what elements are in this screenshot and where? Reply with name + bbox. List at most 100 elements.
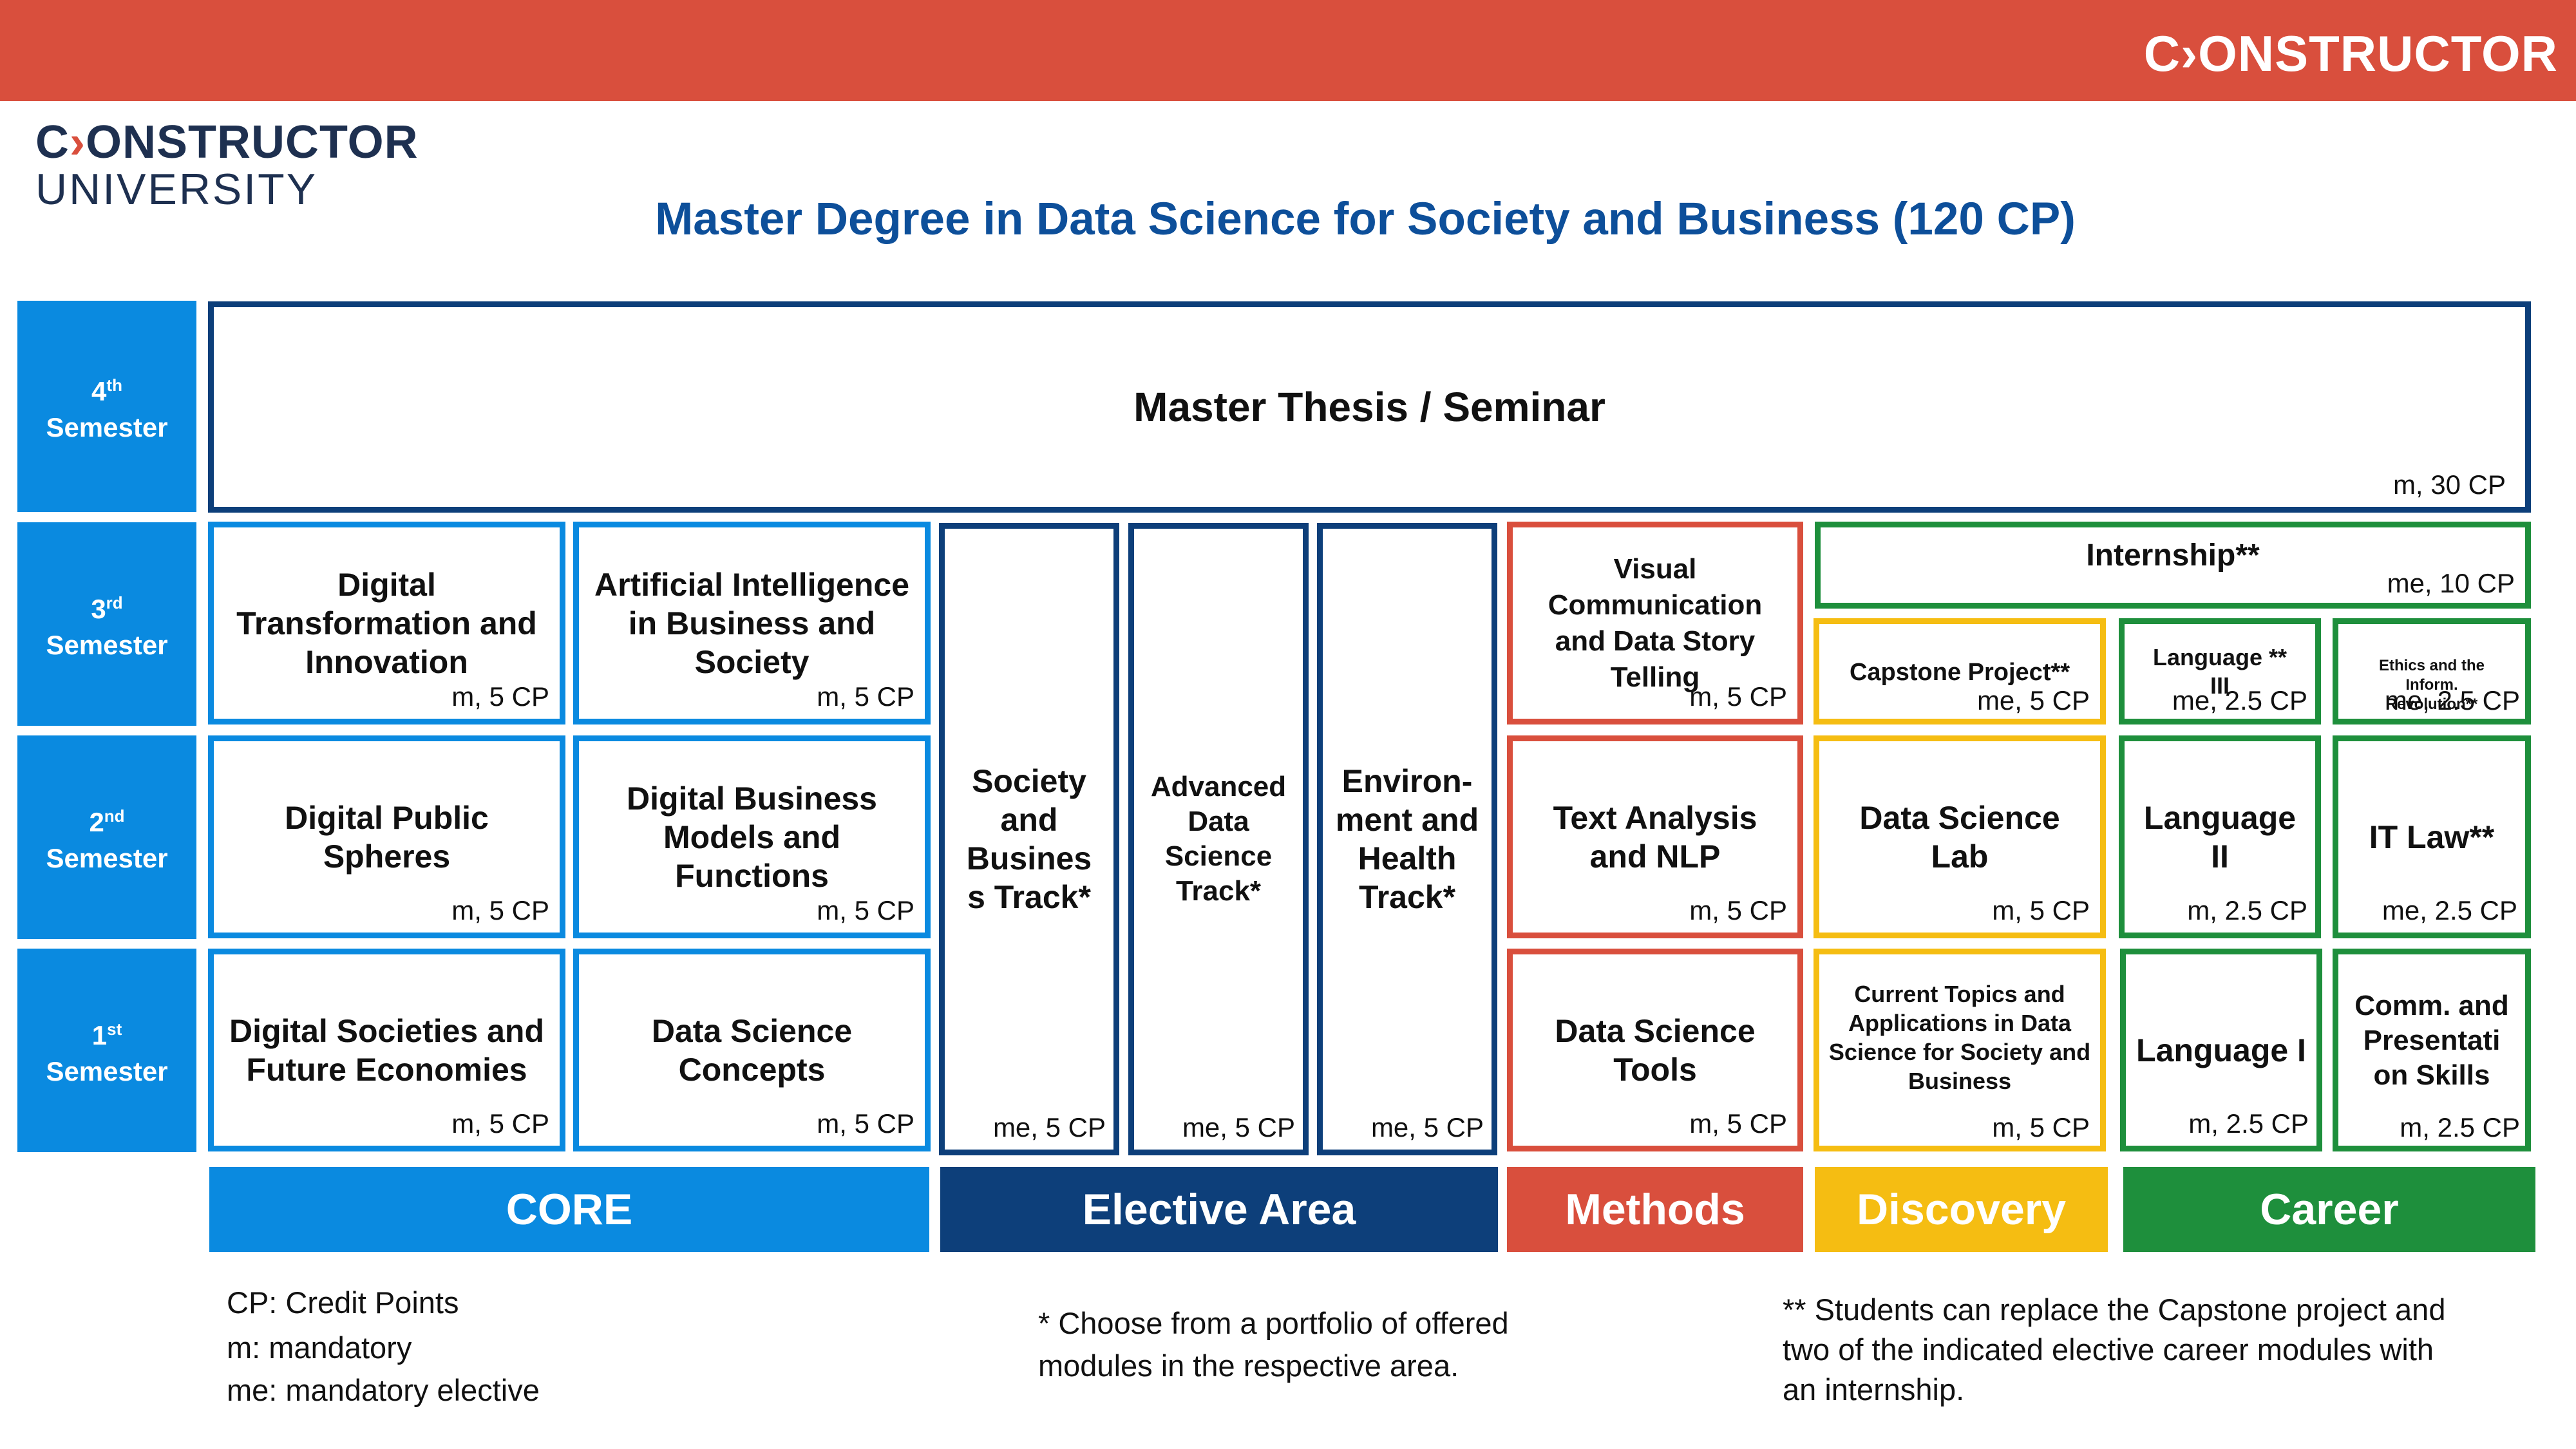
semester-suffix: th — [106, 375, 122, 395]
module-credits: me, 10 CP — [2387, 568, 2515, 598]
brand-logo-top: C›ONSTRUCTOR — [2143, 25, 2558, 82]
logo-arrow: › — [70, 117, 86, 168]
legend: CP: Credit Points m: mandatory me: manda… — [227, 1282, 806, 1412]
footnote-line: modules in the respective area. — [1038, 1349, 1459, 1383]
semester-word: Semester — [46, 1056, 168, 1086]
module-credits: m, 5 CP — [1689, 895, 1787, 925]
semester-ordinal: 2 — [89, 807, 104, 837]
module-visual-communication: Visual Communication and Data Story Tell… — [1507, 522, 1803, 724]
module-name: Language I — [2136, 1032, 2306, 1068]
module-society-business-track: Society and Busines s Track* me, 5 CP — [939, 523, 1119, 1155]
module-it-law: IT Law** me, 2.5 CP — [2333, 735, 2531, 938]
module-credits: m, 2.5 CP — [2188, 1108, 2309, 1139]
semester-1-label: 1st Semester — [17, 949, 196, 1152]
logo-letter: C — [35, 117, 70, 168]
module-name: Master Thesis / Seminar — [1133, 384, 1605, 430]
module-digital-societies: Digital Societies and Future Economies m… — [208, 949, 565, 1151]
module-advanced-data-science-track: Advanced Data Science Track* me, 5 CP — [1128, 523, 1309, 1155]
module-digital-transformation: Digital Transformation and Innovation m,… — [208, 522, 565, 724]
module-name: Digital Business Models and Functions — [627, 780, 877, 894]
module-digital-business-models: Digital Business Models and Functions m,… — [573, 735, 931, 938]
semester-2-label: 2nd Semester — [17, 735, 196, 939]
module-credits: me, 2.5 CP — [2172, 685, 2307, 715]
module-data-science-concepts: Data Science Concepts m, 5 CP — [573, 949, 931, 1151]
module-name: Advanced Data Science Track* — [1150, 771, 1287, 907]
module-name: IT Law** — [2369, 819, 2495, 855]
semester-3-label: 3rd Semester — [17, 522, 196, 726]
module-name: Data Science Lab — [1859, 799, 2060, 875]
module-name: Ethics and the Inform. Revolution** — [2378, 657, 2485, 713]
module-credits: m, 5 CP — [1992, 1112, 2090, 1142]
module-capstone-project: Capstone Project** me, 5 CP — [1814, 618, 2106, 724]
module-credits: m, 5 CP — [451, 895, 549, 925]
semester-ordinal: 3 — [91, 594, 106, 624]
module-language-2: Language II m, 2.5 CP — [2119, 735, 2321, 938]
module-name: Internship** — [2086, 538, 2260, 573]
legend-line: CP: Credit Points — [227, 1285, 459, 1320]
module-credits: me, 5 CP — [1182, 1112, 1295, 1142]
legend-line: me: mandatory elective — [227, 1373, 540, 1407]
module-name: Digital Societies and Future Economies — [229, 1012, 544, 1088]
module-comm-presentation-skills: Comm. and Presentati on Skills m, 2.5 CP — [2333, 949, 2531, 1151]
category-methods: Methods — [1507, 1167, 1803, 1252]
module-master-thesis: Master Thesis / Seminar m, 30 CP — [208, 301, 2531, 513]
module-credits: me, 2.5 CP — [2382, 895, 2517, 925]
footnote-capstone: ** Students can replace the Capstone pro… — [1783, 1290, 2555, 1410]
module-ethics-inform-revolution: Ethics and the Inform. Revolution** me, … — [2333, 618, 2531, 724]
module-name: Artificial Intelligence in Business and … — [594, 566, 909, 680]
module-language-1: Language I m, 2.5 CP — [2120, 949, 2322, 1151]
module-name: Capstone Project** — [1849, 659, 2070, 686]
semester-suffix: nd — [104, 806, 125, 826]
module-name: Language ** III — [2152, 644, 2287, 699]
module-credits: me, 5 CP — [992, 1112, 1106, 1142]
module-credits: m, 5 CP — [817, 1108, 914, 1139]
module-credits: m, 5 CP — [1689, 681, 1787, 712]
semester-word: Semester — [46, 843, 168, 873]
module-name: Language II — [2143, 799, 2297, 875]
semester-suffix: st — [107, 1019, 122, 1039]
module-environment-health-track: Environ- ment and Health Track* me, 5 CP — [1317, 523, 1497, 1155]
semester-word: Semester — [46, 630, 168, 660]
footnote-line: ** Students can replace the Capstone pro… — [1783, 1293, 2446, 1327]
category-career: Career — [2123, 1167, 2535, 1252]
legend-line: m: mandatory — [227, 1331, 412, 1365]
module-credits: m, 5 CP — [451, 1108, 549, 1139]
semester-suffix: rd — [106, 593, 123, 612]
module-credits: m, 5 CP — [1689, 1108, 1787, 1139]
module-name: Text Analysis and NLP — [1553, 799, 1757, 875]
module-name: Data Science Tools — [1555, 1012, 1756, 1088]
category-core: CORE — [209, 1167, 929, 1252]
module-name: Environ- ment and Health Track* — [1335, 763, 1479, 915]
module-name: Comm. and Presentati on Skills — [2354, 989, 2509, 1091]
semester-4-label: 4th Semester — [17, 301, 196, 512]
footnote-line: an internship. — [1783, 1372, 1965, 1406]
module-credits: m, 5 CP — [1992, 895, 2090, 925]
module-current-topics: Current Topics and Applications in Data … — [1814, 949, 2106, 1151]
category-elective-area: Elective Area — [940, 1167, 1498, 1252]
module-credits: me, 5 CP — [1976, 685, 2090, 715]
module-name: Society and Busines s Track* — [966, 763, 1092, 915]
module-digital-public-spheres: Digital Public Spheres m, 5 CP — [208, 735, 565, 938]
page-title: Master Degree in Data Science for Societ… — [655, 194, 2076, 245]
module-credits: m, 5 CP — [451, 681, 549, 712]
footnote-line: * Choose from a portfolio of offered — [1038, 1306, 1509, 1340]
module-name: Current Topics and Applications in Data … — [1828, 980, 2091, 1094]
module-credits: m, 5 CP — [817, 681, 914, 712]
module-name: Digital Public Spheres — [285, 799, 489, 875]
module-credits: m, 2.5 CP — [2400, 1112, 2520, 1142]
university-logo: C›ONSTRUCTOR UNIVERSITY — [35, 118, 419, 212]
module-credits: m, 30 CP — [2392, 469, 2506, 500]
semester-ordinal: 1 — [91, 1020, 108, 1050]
module-text-analysis-nlp: Text Analysis and NLP m, 5 CP — [1507, 735, 1803, 938]
logo-word: ONSTRUCTOR — [85, 117, 419, 168]
category-discovery: Discovery — [1815, 1167, 2108, 1252]
top-banner — [0, 0, 2576, 101]
footnote-elective: * Choose from a portfolio of offered mod… — [1038, 1302, 1618, 1387]
module-name: Data Science Concepts — [651, 1012, 853, 1088]
semester-ordinal: 4 — [91, 376, 107, 406]
module-name: Visual Communication and Data Story Tell… — [1548, 553, 1763, 693]
module-internship: Internship** me, 10 CP — [1815, 522, 2531, 609]
module-credits: m, 5 CP — [817, 895, 914, 925]
module-credits: m, 2.5 CP — [2187, 895, 2307, 925]
module-language-3: Language ** III me, 2.5 CP — [2119, 618, 2321, 724]
